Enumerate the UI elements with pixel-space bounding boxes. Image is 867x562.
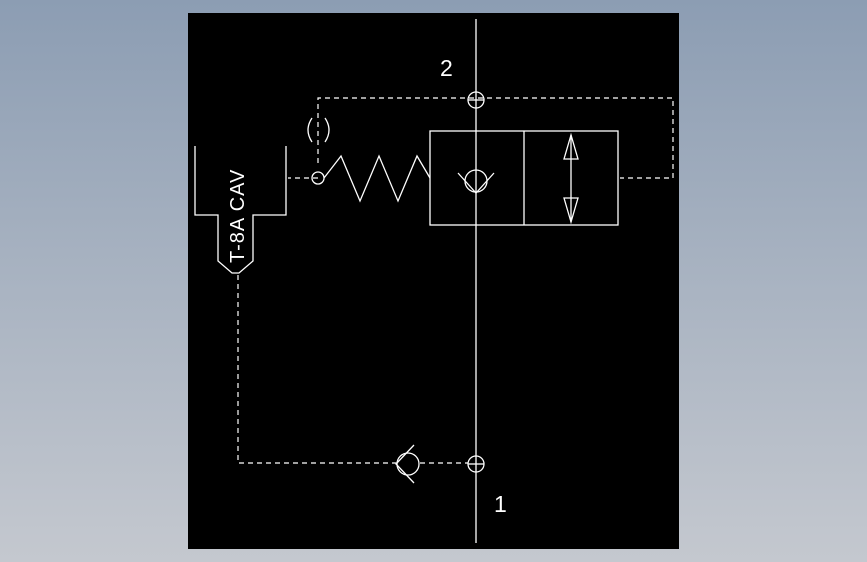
port-2-label: 2	[440, 55, 453, 81]
spring-symbol	[323, 154, 431, 203]
port-1-label: 1	[494, 491, 507, 517]
orifice-left-arc	[307, 117, 313, 143]
orifice-right-arc	[324, 117, 330, 143]
drain-line	[237, 275, 398, 464]
drawing-sheet[interactable]: 2 1	[188, 13, 679, 549]
cavity-label: T-8A CAV	[227, 169, 249, 263]
pilot-line-top	[317, 97, 674, 179]
check-valve-seat	[457, 172, 495, 194]
bottom-check-ball	[396, 452, 420, 476]
hydraulic-schematic: 2 1	[194, 19, 674, 543]
bottom-check-seat	[395, 444, 415, 484]
arrow-up-head	[563, 132, 579, 160]
cavity-outline[interactable]	[194, 146, 287, 274]
arrow-down-head	[563, 197, 579, 225]
